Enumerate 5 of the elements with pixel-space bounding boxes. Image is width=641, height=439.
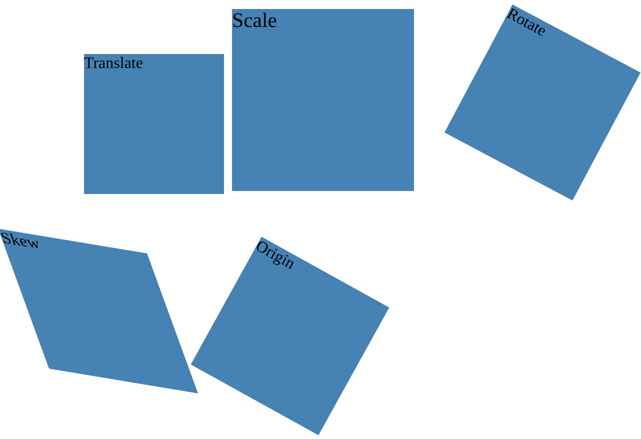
shape-label: Translate — [84, 54, 143, 74]
square-shape — [232, 9, 414, 191]
square-shape — [84, 54, 224, 194]
shape-label: Skew — [0, 228, 44, 255]
shape-label: Scale — [232, 9, 278, 34]
